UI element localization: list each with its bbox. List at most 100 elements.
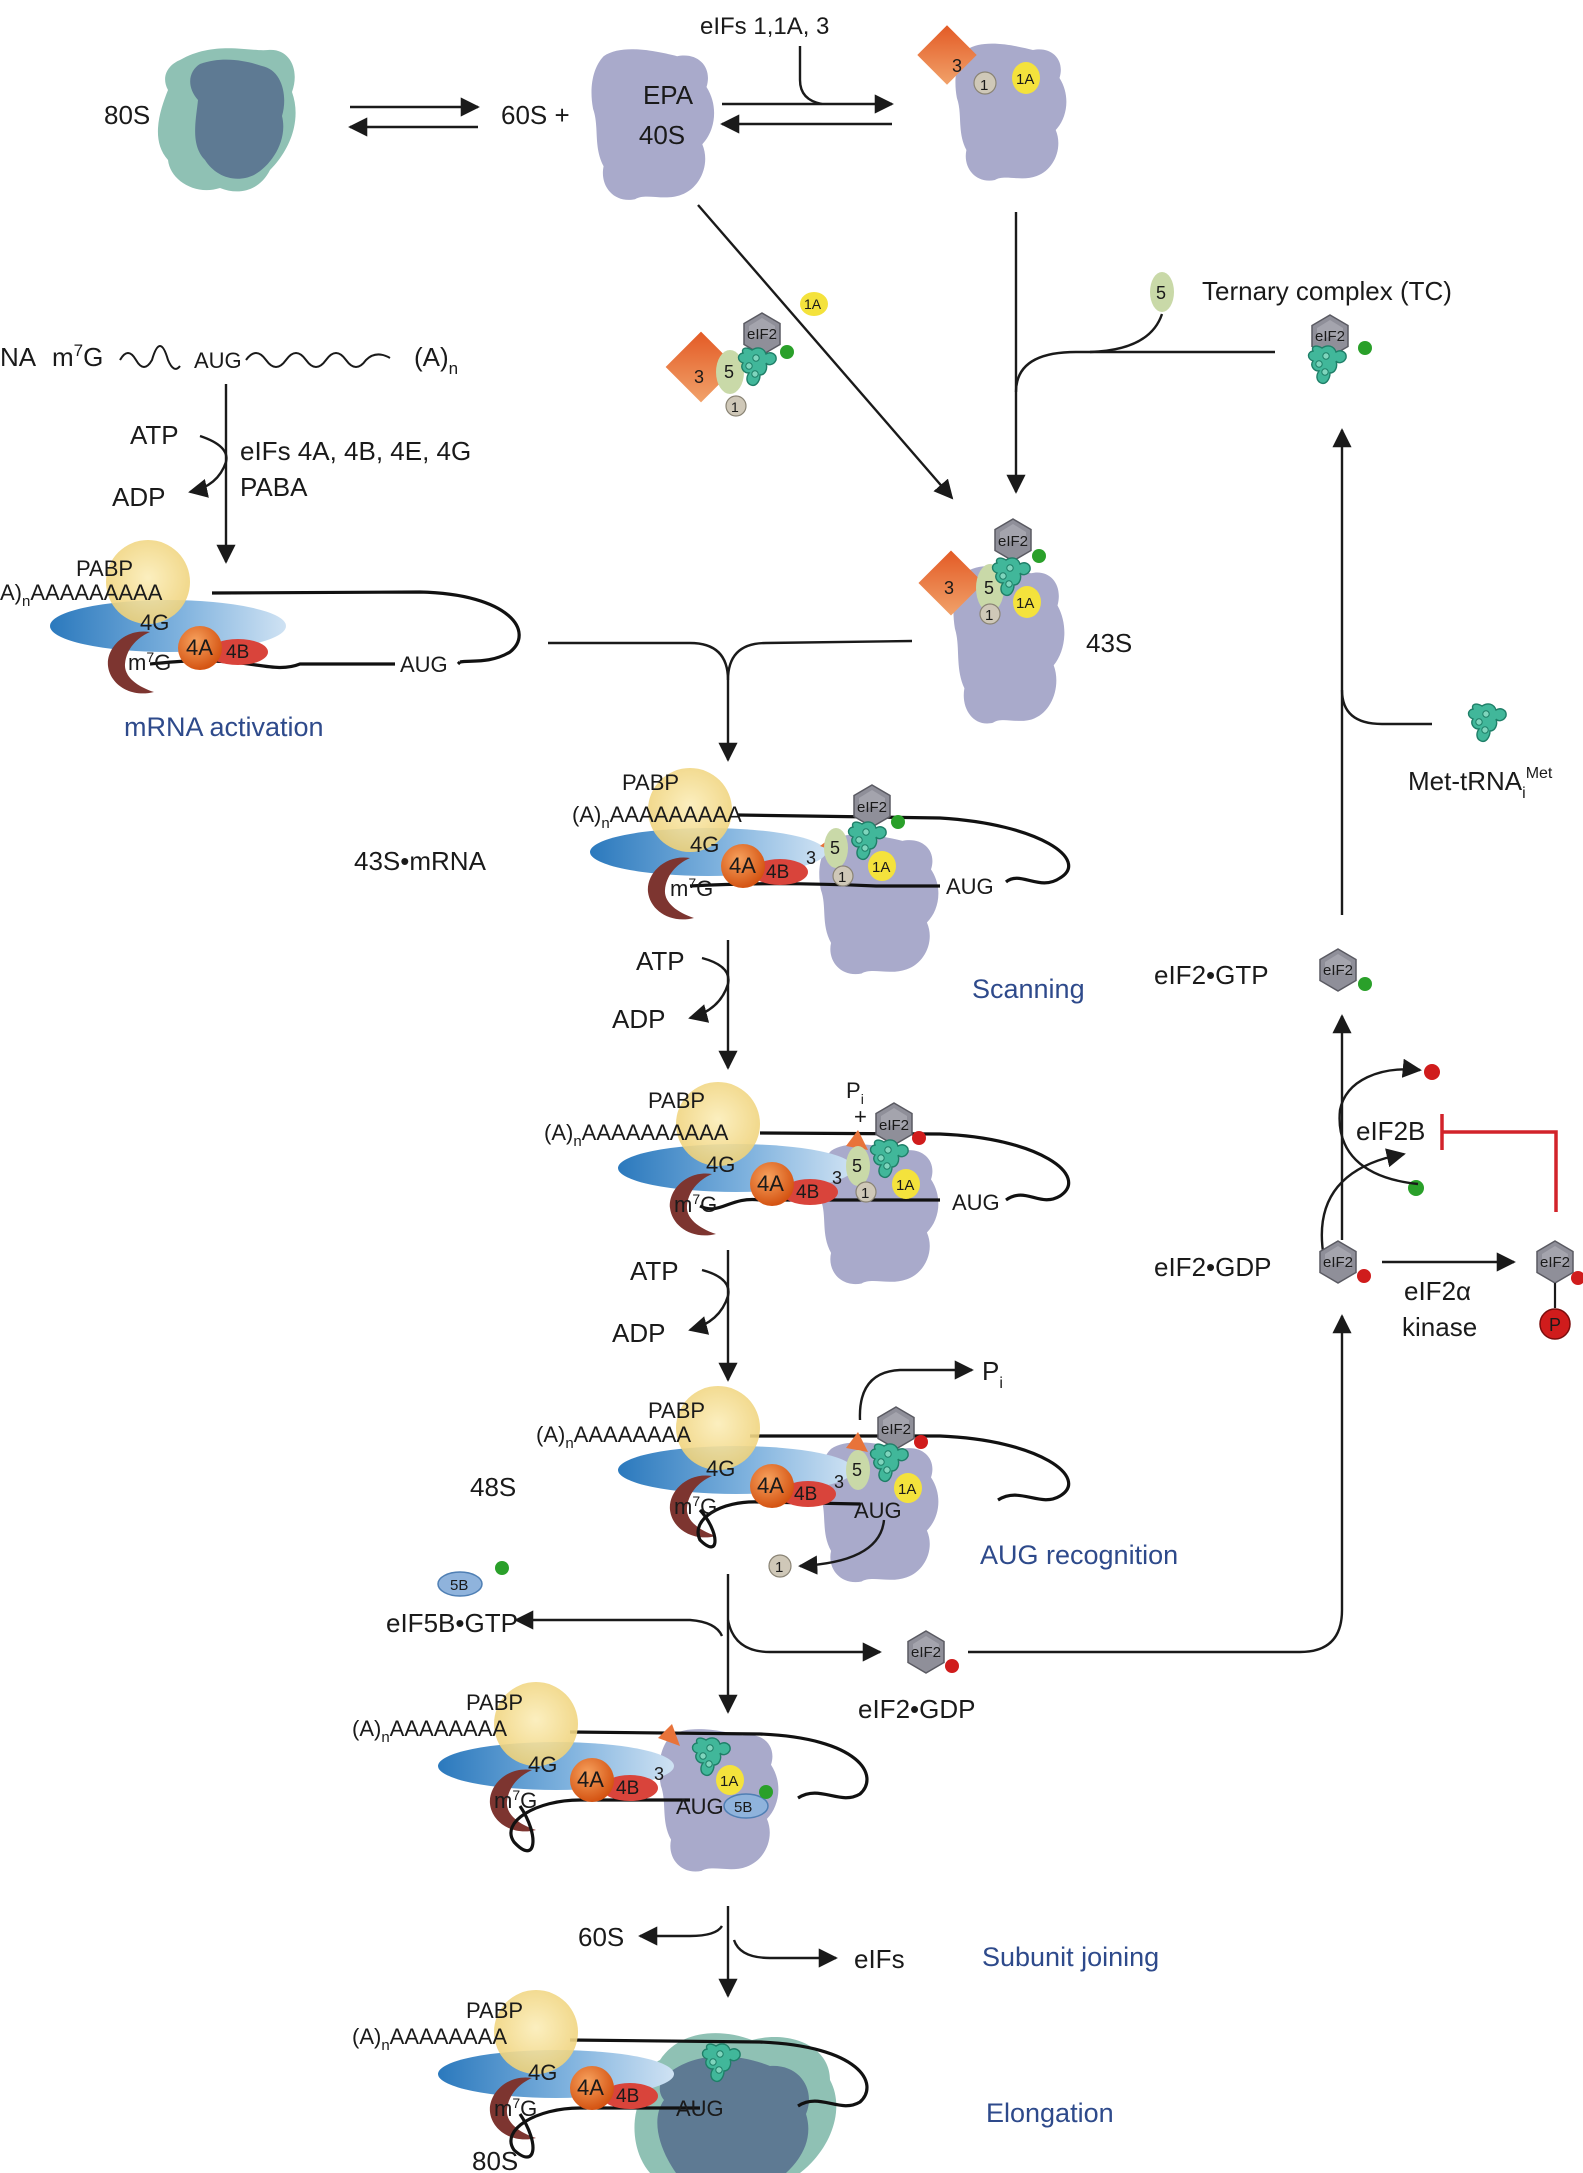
scan2-eif2-label: eIF2 [879, 1117, 909, 1134]
43s-eif1-label: 1 [985, 607, 993, 624]
5b-4b-label: 4B [616, 1778, 639, 1799]
step-mrna-activation: mRNA activation [124, 712, 324, 742]
48s-aug-label: AUG [854, 1498, 902, 1523]
act-4g-label: 4G [140, 610, 169, 635]
scan1-pabp-label: PABP [622, 770, 679, 795]
arrow-atp-adp-3 [688, 1268, 730, 1335]
eif2-gdp-released [907, 1630, 959, 1674]
gdp-right-eif2-label: eIF2 [1323, 1254, 1353, 1271]
arrow-tc-join [1014, 350, 1275, 393]
label-eif5b-gtp: eIF5B•GTP [386, 1608, 518, 1638]
eif1-released-label: 1 [775, 1559, 783, 1576]
label-40s-top: 40S [639, 120, 685, 150]
label-80s-top: 80S [104, 100, 150, 130]
label-eif2-gtp: eIF2•GTP [1154, 960, 1269, 990]
mfc-eif1-label: 1 [731, 399, 739, 415]
5b-4g-label: 4G [528, 1752, 557, 1777]
5b-poly-a: (A)nAAAAAAAA [352, 1716, 507, 1746]
80s-poly-a: (A)nAAAAAAAA [352, 2024, 507, 2054]
inhibition-line [1442, 1130, 1558, 1212]
act-4b-label: 4B [226, 642, 249, 663]
mfc-complex [665, 312, 794, 417]
scan2-eif1-label: 1 [861, 1185, 869, 1202]
scan2-poly-a: (A)nAAAAAAAAAA [544, 1120, 729, 1150]
adp-2: ADP [612, 1004, 665, 1034]
act-pabp-label: PABP [76, 556, 133, 581]
arrow-eif2b-recycle [1320, 1148, 1406, 1259]
act-aug-label: AUG [400, 652, 448, 677]
scan2-pi: Pi [846, 1078, 864, 1107]
80s-4a-label: 4A [577, 2075, 604, 2100]
label-kinase-2: kinase [1402, 1312, 1477, 1342]
scan2-eif1a-label: 1A [896, 1177, 914, 1194]
scan1-4b-label: 4B [766, 862, 789, 883]
arrow-eif5-join [1089, 313, 1164, 354]
gdp-released [1424, 1064, 1440, 1080]
eif5b-free [437, 1561, 509, 1597]
atp-1: ATP [130, 420, 179, 450]
48s-eif5-label: 5 [852, 1460, 862, 1480]
5b-m7g-label: m7G [494, 1787, 537, 1813]
43s-eif3-label: 3 [944, 578, 954, 598]
43s-eif2-label: eIF2 [998, 533, 1028, 550]
48s-eif3-label: 3 [834, 1472, 844, 1492]
80s-4b-label: 4B [616, 2086, 639, 2107]
eif5-free [1150, 272, 1174, 312]
arrow-eif5b-enter [514, 1610, 724, 1637]
scan1-eif1a-label: 1A [872, 859, 890, 876]
phospho-p-label: P [1549, 1315, 1561, 1335]
48s-pi: Pi [982, 1356, 1003, 1392]
scan1-eif3-label: 3 [806, 848, 816, 868]
arrow-met-trna-join [1340, 689, 1432, 726]
48s-4a-label: 4A [757, 1473, 784, 1498]
scan1-poly-a: (A)nAAAAAAAAA [572, 802, 742, 832]
eif2-gdp-icon-right [1319, 1240, 1371, 1284]
step-aug-recognition: AUG recognition [980, 1540, 1178, 1570]
arrow-eifs-join [798, 46, 823, 106]
eif2-phosphorylated-icon [1536, 1240, 1583, 1340]
arrow-atp-adp-1 [188, 434, 228, 498]
label-60s-release: 60S [578, 1922, 624, 1952]
scan1-4a-label: 4A [729, 853, 756, 878]
eif2-gtp-icon [1319, 948, 1372, 992]
arrow-join-43s-mrna [548, 641, 738, 762]
5b-aug-label: AUG [676, 1794, 724, 1819]
complex-48s [618, 1386, 1071, 1583]
43s-eif5-label: 5 [984, 578, 994, 598]
activated-mrna-complex [50, 540, 521, 694]
80s-aug-label: AUG [676, 2096, 724, 2121]
complex-48s-eif5b [438, 1682, 869, 1872]
eif1a-label: 1A [1016, 71, 1034, 88]
arrow-pi-release [858, 1360, 974, 1421]
arrow-gdp-gtp-exchange [1338, 1058, 1422, 1186]
label-kinase-1: eIF2α [1404, 1276, 1471, 1306]
gtp-eif2-label: eIF2 [1323, 962, 1353, 979]
ternary-complex [1307, 314, 1372, 385]
scan1-eif1-label: 1 [838, 869, 846, 886]
paba-label: PABA [240, 472, 308, 502]
adp-3: ADP [612, 1318, 665, 1348]
eif1a-free [800, 292, 828, 316]
scan1-eif2-label: eIF2 [857, 799, 887, 816]
scan1-aug-label: AUG [946, 874, 994, 899]
label-ternary-complex: Ternary complex (TC) [1202, 276, 1452, 306]
eif1-label: 1 [980, 77, 988, 94]
label-eifs-1-1a-3: eIFs 1,1A, 3 [700, 13, 829, 40]
phospho-eif2-label: eIF2 [1540, 1254, 1570, 1271]
scan2-eif5-label: 5 [852, 1156, 862, 1176]
tc-eif2-label: eIF2 [1315, 328, 1345, 345]
label-48s: 48S [470, 1472, 516, 1502]
5b-pabp-label: PABP [466, 1690, 523, 1715]
label-eif2-gdp-right: eIF2•GDP [1154, 1252, 1271, 1282]
43s-eif1a-label: 1A [1016, 595, 1034, 612]
met-trna-free [1467, 703, 1507, 743]
scan2-aug-label: AUG [952, 1190, 1000, 1215]
5b-eif5b-label: 5B [734, 1799, 752, 1816]
adp-1: ADP [112, 482, 165, 512]
label-60s-plus: 60S + [501, 100, 570, 130]
scan2-4b-label: 4B [796, 1182, 819, 1203]
mfc-eif3-label: 3 [694, 367, 704, 387]
label-43s: 43S [1086, 628, 1132, 658]
arrow-eifs-release [732, 1939, 838, 1968]
label-eif2-gdp-mid: eIF2•GDP [858, 1694, 975, 1724]
